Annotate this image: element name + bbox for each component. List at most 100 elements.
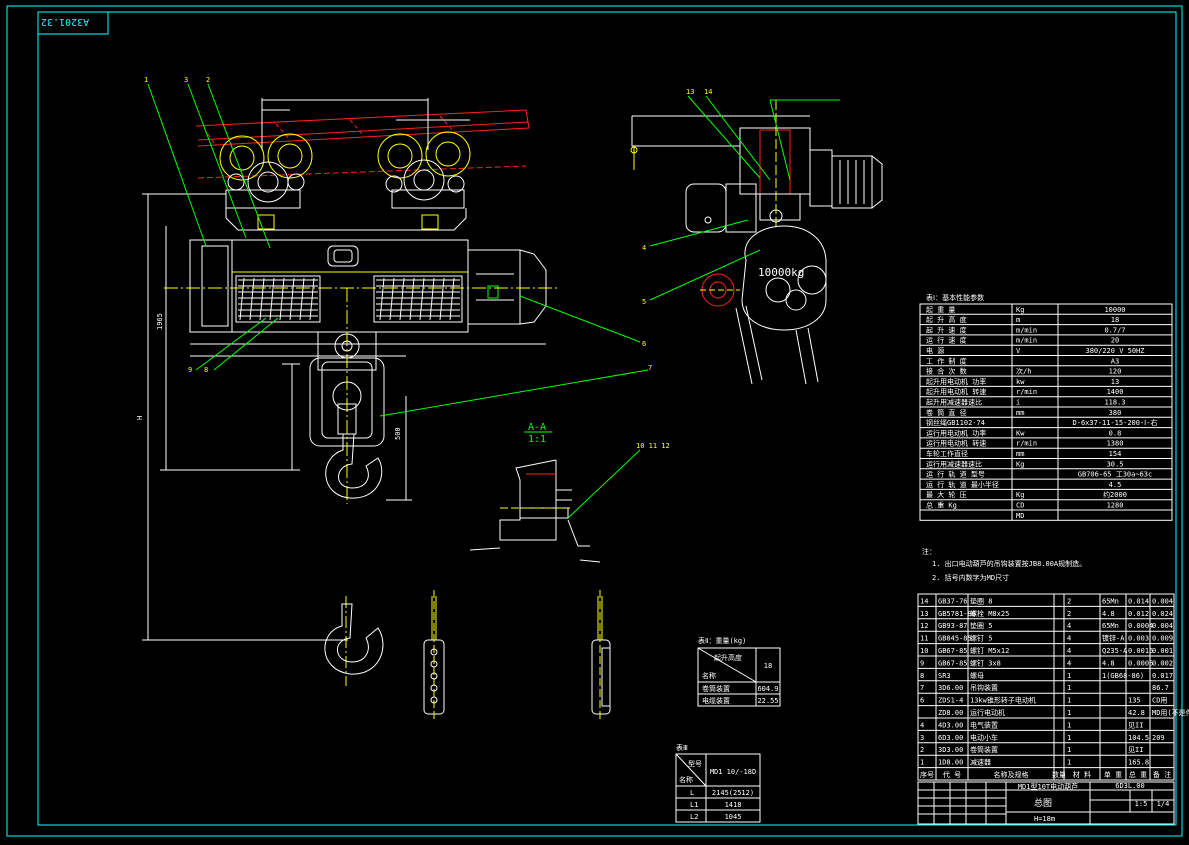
bom-row-7-col-3: 1 <box>1067 684 1071 692</box>
table1-param-3: 运 行 速 度 <box>926 336 967 345</box>
pendant-control-side <box>591 590 611 720</box>
bom-row-2-col-1: GB93-87 <box>938 622 968 630</box>
bom-row-9-col-2: 运行电动机 <box>970 708 1005 717</box>
bom-row-3-col-6: 0.009 <box>1152 635 1173 643</box>
table3-value-2: 1045 <box>725 813 742 821</box>
table1-param-17: 运 行 轨 道 最小半径 <box>926 480 999 489</box>
bom-row-1-col-4: 4.8 <box>1102 610 1115 618</box>
table2-header-value: 18 <box>764 662 772 670</box>
pendant-control-front <box>423 590 445 720</box>
table1-unit-2: m/min <box>1016 326 1037 334</box>
table1-unit-13: r/min <box>1016 440 1037 448</box>
table1-unit-15: Kg <box>1016 460 1024 468</box>
table1-value-5: A3 <box>1111 357 1119 365</box>
bom-row-7-col-6: 86.7 <box>1152 684 1169 692</box>
bom-row-11-col-2: 电动小车 <box>970 733 998 742</box>
bom-row-8-col-1: ZDS1-4 <box>938 697 963 705</box>
bom-row-0-col-1: GB37-76 <box>938 597 968 605</box>
bom-row-3-col-2: 螺钉 5 <box>970 634 992 643</box>
sheet-frame: A3201.32 <box>6 5 1183 837</box>
bom-row-0-col-6: 0.004 <box>1152 597 1173 605</box>
table1-param-9: 起升用减速器速比 <box>926 398 982 407</box>
bom-row-9-col-3: 1 <box>1067 709 1071 717</box>
balloon-8: 8 <box>204 366 208 374</box>
table1-param-4: 电 源 <box>926 346 944 355</box>
bom-row-10-col-2: 电气装置 <box>970 720 998 729</box>
bom-row-4-col-6: 0.001 <box>1152 647 1173 655</box>
bom-row-1-col-1: GB5781-86 <box>938 610 976 618</box>
table1-param-18: 最 大 轮 压 <box>926 490 967 499</box>
table1-value-1: 18 <box>1111 316 1119 324</box>
table1-param-5: 工 作 制 度 <box>926 356 967 365</box>
table2-weight-1: 22.55 <box>757 697 778 705</box>
note-1: 1. 出口电动葫芦的吊钩装置按JB8.00A规制造。 <box>932 559 1086 568</box>
table1-value-16: GB706-65 工30a~63c <box>1078 471 1152 479</box>
balloon-5: 5 <box>642 298 646 306</box>
table3-header-type: 型号 <box>688 759 702 768</box>
bom-row-5-col-0: 9 <box>920 659 924 667</box>
balloon-3: 3 <box>184 76 188 84</box>
table1-value-18: 约2000 <box>1103 490 1127 499</box>
table1-value-0: 10000 <box>1104 306 1125 314</box>
table1-param-7: 起升用电动机 功率 <box>926 377 986 386</box>
sheet-count: 1/4 <box>1157 800 1170 808</box>
bom-row-11-col-3: 1 <box>1067 734 1071 742</box>
table1-value-17: 4.5 <box>1109 481 1122 489</box>
drawing-scale: 1:5 <box>1135 800 1148 808</box>
bom-row-9-col-5: 42.8 <box>1128 709 1145 717</box>
table1-value-6: 120 <box>1109 368 1122 376</box>
table2-title: 表Ⅱ：重量(kg) <box>698 636 746 645</box>
bom-header-7: 备 注 <box>1153 770 1171 779</box>
bom-row-13-col-0: 1 <box>920 759 924 767</box>
table2-item-1: 电缆装置 <box>702 696 730 705</box>
bom-row-1-col-3: 2 <box>1067 610 1071 618</box>
bom-row-7-col-1: 3D6.00 <box>938 684 963 692</box>
table1-param-0: 起 重 量 <box>926 306 955 314</box>
bom-row-5-col-1: GB67-85 <box>938 659 968 667</box>
bom-row-12-col-1: 3D3.00 <box>938 746 963 754</box>
table1-param-12: 运行用电动机 功率 <box>926 428 986 437</box>
bom-row-1-col-6: 0.024 <box>1152 610 1173 618</box>
bom-row-7-col-2: 吊钩装置 <box>970 683 998 692</box>
table3-border <box>675 753 761 823</box>
table3-dim-2: L2 <box>690 813 698 821</box>
table3-name-label: 名称 <box>679 775 693 784</box>
table3-value-0: 2145(2512) <box>712 789 754 797</box>
bom-row-5-col-3: 4 <box>1067 659 1071 667</box>
table1-unit-6: 次/h <box>1016 367 1031 376</box>
bom-header-6: 总 重 <box>1129 770 1147 779</box>
table1-param-6: 接 合 次 数 <box>926 367 967 376</box>
table1-unit-4: V <box>1016 347 1021 355</box>
bom-row-3-col-3: 4 <box>1067 635 1071 643</box>
table1-param-11: 钢丝绳GB1102-74 <box>926 418 985 427</box>
table1-param-8: 起升用电动机 转速 <box>926 387 986 396</box>
balloon-2: 2 <box>206 76 210 84</box>
bom-row-4-col-3: 4 <box>1067 647 1071 655</box>
bom-header-3: 数量 <box>1052 770 1066 779</box>
bom-row-3-col-0: 11 <box>920 635 928 643</box>
table1-unit-3: m/min <box>1016 337 1037 345</box>
table1-unit-1: m <box>1016 316 1020 324</box>
bom-row-6-col-6: 0.017 <box>1152 672 1173 680</box>
table1-value-4: 380/220 V 50HZ <box>1085 347 1144 355</box>
svg-text:H: H <box>136 416 144 420</box>
bom-row-4-col-2: 螺钉 M5x12 <box>970 646 1009 655</box>
bom-header-1: 代 号 <box>943 770 961 779</box>
drawing-number: 6D3L.00 <box>1115 782 1145 790</box>
bom-border <box>917 593 1175 781</box>
bom-row-2-col-0: 12 <box>920 622 928 630</box>
table1-value-14: 154 <box>1109 450 1122 458</box>
bom-row-8-col-5: 135 <box>1128 697 1141 705</box>
bom-row-13-col-5: 165.8 <box>1128 759 1149 767</box>
table1-value-7: 13 <box>1111 378 1119 386</box>
table2-diagonal <box>697 647 757 683</box>
bom-row-12-col-5: 见II <box>1128 746 1143 754</box>
svg-text:500: 500 <box>394 427 402 440</box>
bom-row-12-col-3: 1 <box>1067 746 1071 754</box>
table3-dim-1: L1 <box>690 801 698 809</box>
bom-row-6-col-2: 螺母 <box>970 671 984 680</box>
balloon-13: 13 <box>686 88 694 96</box>
